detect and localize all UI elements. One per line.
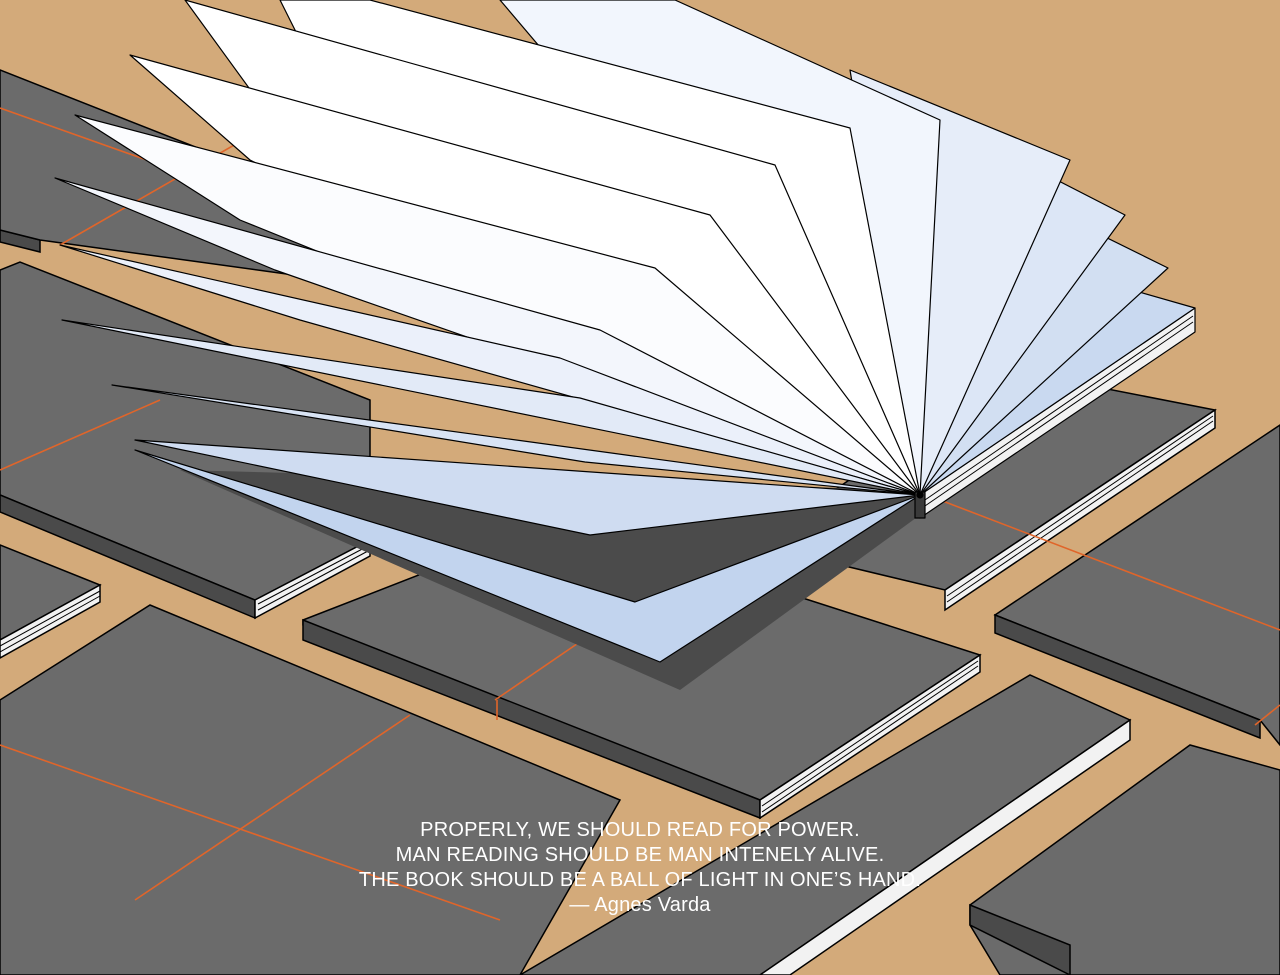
book-spine-point — [916, 491, 924, 499]
closed-book — [969, 744, 1280, 975]
closed-book — [518, 674, 1132, 975]
closed-book — [819, 369, 1217, 612]
closed-book — [0, 604, 622, 975]
closed-book — [0, 544, 102, 659]
book-page — [111, 384, 921, 496]
open-book — [54, 0, 1196, 663]
closed-books-group — [0, 69, 1280, 975]
quote-block: PROPERLY, WE SHOULD READ FOR POWER. MAN … — [0, 818, 1280, 918]
book-page — [61, 319, 921, 496]
quote-line-3: THE BOOK SHOULD BE A BALL OF LIGHT IN ON… — [358, 869, 922, 891]
book-page — [134, 449, 921, 663]
quote-attribution: — Agnes Varda — [569, 894, 711, 916]
book-page — [134, 439, 921, 536]
book-page — [59, 244, 921, 496]
closed-book — [993, 424, 1280, 747]
quote-line-2: MAN READING SHOULD BE MAN INTENELY ALIVE… — [395, 844, 885, 866]
quote-line-1: PROPERLY, WE SHOULD READ FOR POWER. — [420, 819, 860, 841]
